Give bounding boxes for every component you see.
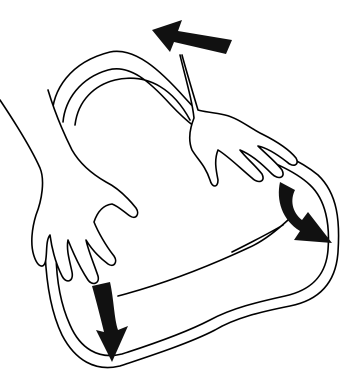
backrest-contour bbox=[74, 77, 191, 126]
upper-push-arrow bbox=[152, 20, 232, 54]
seat-fold-line bbox=[117, 219, 289, 297]
right-curved-arrow bbox=[278, 182, 332, 243]
seat-side-fold-line bbox=[231, 224, 284, 253]
cushion-inner-edge bbox=[55, 68, 330, 357]
right-hand bbox=[179, 54, 298, 187]
cushion-outer-edge bbox=[44, 50, 340, 369]
left-curved-arrow bbox=[92, 282, 128, 362]
left-hand bbox=[0, 89, 139, 285]
